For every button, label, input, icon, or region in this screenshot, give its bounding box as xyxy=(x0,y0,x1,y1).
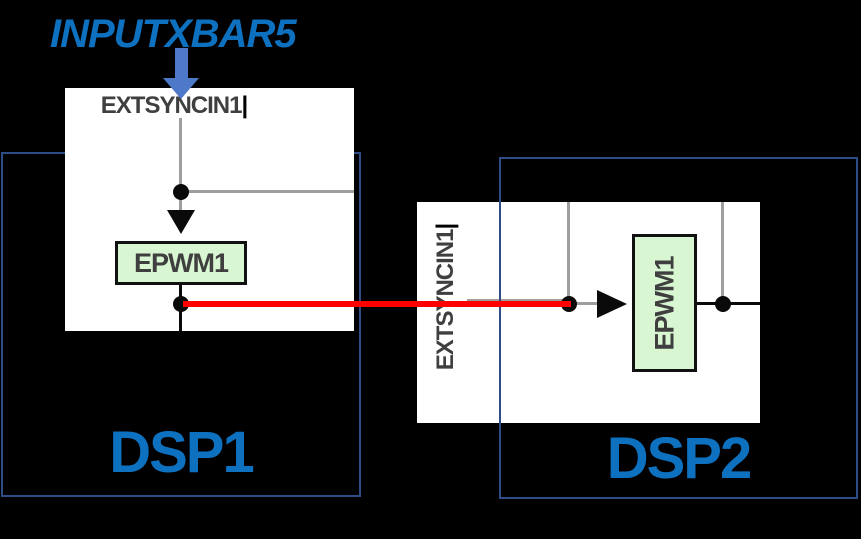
dsp2-epwm1-block: EPWM1 xyxy=(632,234,697,372)
dsp1-junction-dot-top xyxy=(173,184,189,200)
inputxbar5-annotation: INPUTXBAR5 xyxy=(50,12,297,56)
text-cursor: | xyxy=(241,92,248,119)
dsp2-sync-input-wire xyxy=(467,299,569,302)
dsp1-epwm1-block: EPWM1 xyxy=(115,241,247,285)
dsp2-junction-dot-right xyxy=(715,296,731,312)
dsp1-junction-dot-bottom xyxy=(173,296,189,312)
dsp1-wire-to-arrow xyxy=(179,198,182,211)
down-arrowhead-icon xyxy=(167,210,195,234)
annotation-arrow-icon xyxy=(175,48,188,79)
dsp2-boundary-box xyxy=(499,157,858,499)
dsp2-extsyncin1-field[interactable]: EXTSYNCIN1| xyxy=(426,187,466,407)
dsp2-top-wire-right xyxy=(721,202,724,298)
dsp1-sync-wire-vertical xyxy=(179,118,182,192)
dsp2-wire-to-arrow xyxy=(577,302,597,305)
dsp2-label: DSP2 xyxy=(606,426,753,491)
dsp1-label: DSP1 xyxy=(109,420,255,485)
annotation-arrowhead-icon xyxy=(163,78,199,99)
right-arrowhead-icon xyxy=(597,290,627,318)
dsp1-branch-wire-horizontal xyxy=(181,190,354,193)
dsp2-extsyncin1-label: EXTSYNCIN1 xyxy=(432,229,459,371)
dsp2-schematic-panel xyxy=(417,202,760,423)
dsp1-epwm1-label: EPWM1 xyxy=(133,247,229,278)
dsp2-top-wire-left xyxy=(567,202,570,298)
dsp1-schematic-panel xyxy=(65,88,354,331)
text-cursor: | xyxy=(432,223,459,230)
sync-signal-wire-red xyxy=(183,301,571,307)
